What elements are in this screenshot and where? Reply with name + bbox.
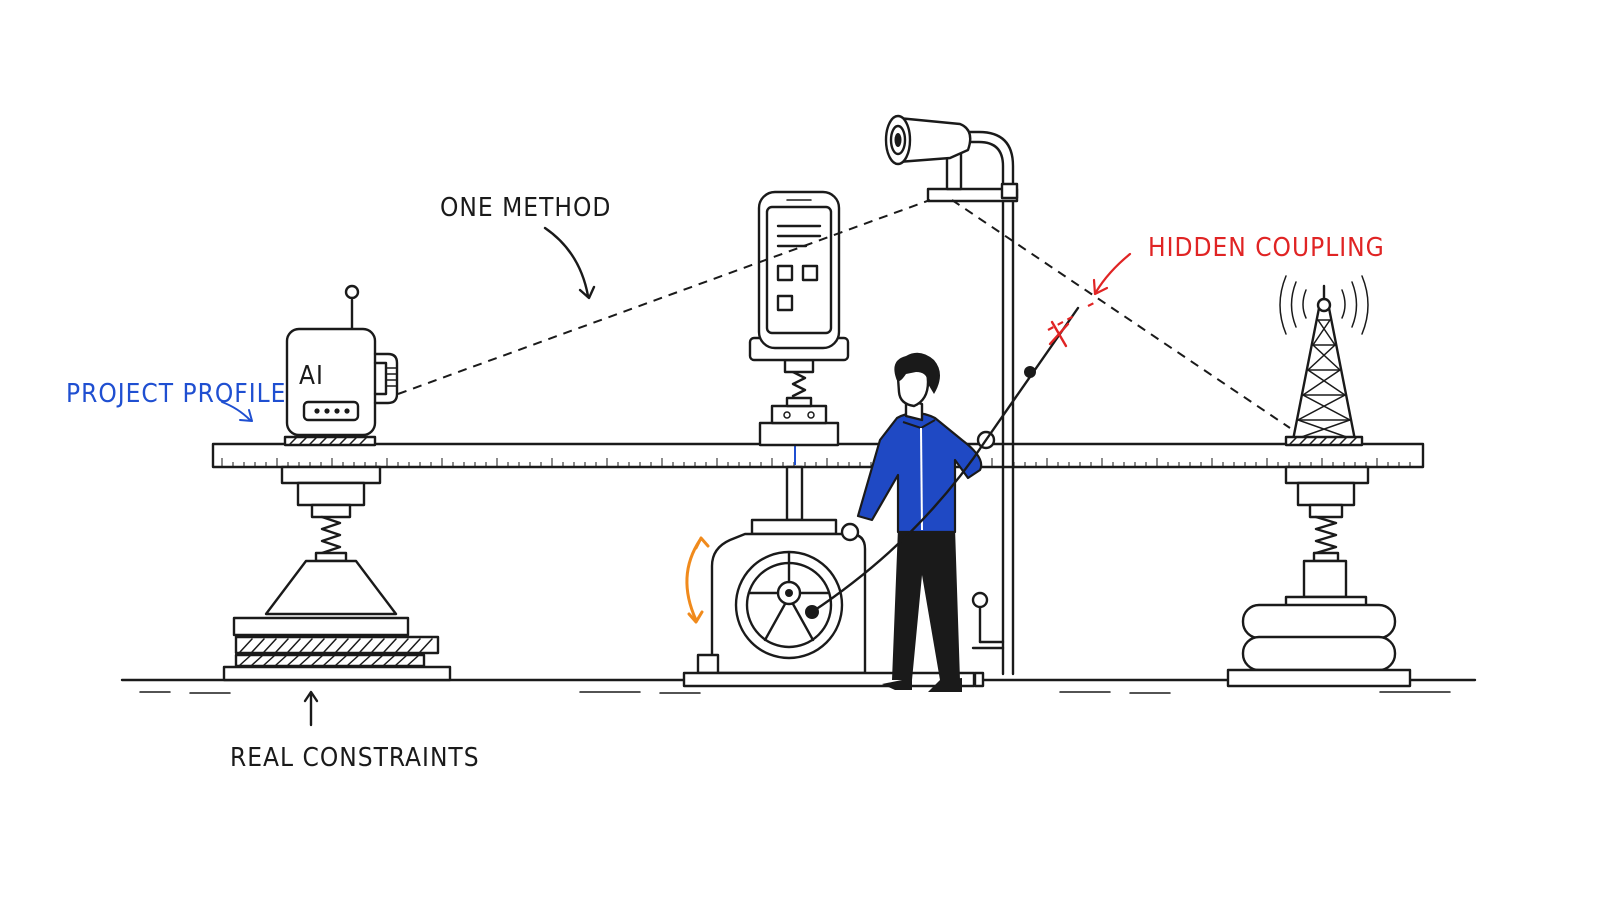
project-profile-label: PROJECT PROFILE: [66, 379, 286, 409]
camera-icon: [884, 114, 1019, 688]
left-support: [222, 465, 452, 682]
real-constraints-label: REAL CONSTRAINTS: [230, 743, 480, 773]
main-beam: [211, 442, 1425, 469]
dashed-links: [397, 199, 1291, 429]
ai-box-label: AI: [299, 361, 324, 391]
annotation-hidden-coupling: HIDDEN COUPLING: [1092, 233, 1385, 296]
annotation-project-profile: PROJECT PROFILE: [66, 379, 286, 422]
ai-robot-icon: AI: [283, 284, 399, 447]
person-figure: [805, 306, 1080, 692]
smartphone-icon: [748, 190, 850, 447]
annotation-one-method: ONE METHOD: [440, 193, 611, 300]
hidden-coupling-label: HIDDEN COUPLING: [1148, 233, 1385, 263]
radio-tower-icon: [1226, 275, 1412, 688]
annotation-real-constraints: REAL CONSTRAINTS: [230, 690, 480, 773]
hidden-coupling-break: [1047, 301, 1097, 348]
one-method-label: ONE METHOD: [440, 193, 611, 223]
